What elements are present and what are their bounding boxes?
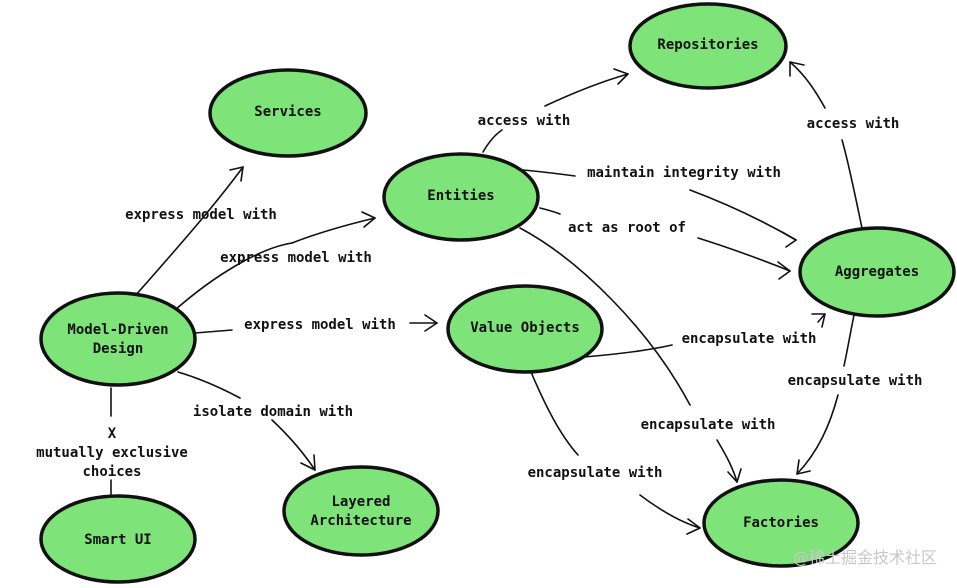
arrow-head	[686, 518, 701, 535]
arrow-head	[424, 314, 438, 332]
label-line: Design	[93, 341, 144, 357]
edge-vo-factories-line-end	[639, 494, 701, 529]
nodes: Services Repositories Entities Aggregate…	[39, 2, 956, 584]
label-line: X	[108, 426, 117, 442]
edge-vo-factories-line	[530, 371, 579, 456]
arrow-head	[300, 454, 316, 471]
node-shape	[382, 152, 540, 242]
node-services[interactable]: Services	[208, 68, 368, 158]
node-label: Repositories	[657, 37, 758, 53]
edge-vo-agg-line-end	[817, 313, 826, 323]
node-aggregates[interactable]: Aggregates	[798, 226, 956, 318]
node-label: Factories	[743, 515, 819, 531]
edge-mdd-valueobjects-line	[194, 329, 233, 334]
edge-label-mdd-services: express model with	[125, 207, 277, 223]
node-shape	[628, 2, 788, 90]
edge-label-mdd-valueobjects: express model with	[244, 317, 396, 333]
edge-label-agg-repos: access with	[807, 116, 900, 132]
node-entities[interactable]: Entities	[382, 152, 540, 242]
node-shape	[39, 494, 197, 584]
edge-mdd-services-line	[134, 166, 244, 297]
edges	[110, 61, 863, 535]
label-line: choices	[82, 464, 141, 480]
edge-entities-repos-line-end	[544, 73, 629, 107]
edge-entities-agg-root-line-end	[697, 237, 791, 272]
node-shape	[282, 465, 440, 557]
arrow-head	[229, 166, 244, 182]
edge-mdd-layered-line	[177, 371, 241, 399]
edge-agg-factories-line	[843, 314, 855, 367]
label-line: Model-Driven	[67, 322, 168, 338]
edge-vo-agg-line	[583, 344, 673, 358]
edge-mdd-entities-line	[174, 242, 293, 311]
edge-entities-repos-line	[482, 129, 503, 153]
arrow-head	[811, 313, 826, 328]
edge-entities-agg-integrity-line-end	[689, 189, 797, 241]
node-repositories[interactable]: Repositories	[628, 2, 788, 90]
edge-label-entities-agg-integrity: maintain integrity with	[587, 165, 781, 181]
arrow-head	[361, 211, 376, 228]
arrow-head	[789, 61, 805, 77]
edge-label-agg-factories: encapsulate with	[788, 373, 923, 389]
node-label: Value Objects	[470, 320, 580, 336]
edge-agg-repos-line	[841, 139, 863, 229]
node-label: Aggregates	[835, 264, 919, 280]
edge-mdd-entities-line-end	[291, 217, 376, 244]
node-label: Entities	[427, 188, 494, 204]
node-label: Smart UI	[84, 532, 151, 548]
node-shape	[39, 291, 197, 387]
arrow-head	[727, 468, 742, 483]
node-shape	[446, 284, 604, 374]
arrow-head	[613, 68, 629, 85]
edge-label-mdd-layered: isolate domain with	[193, 404, 353, 420]
node-label: Services	[254, 104, 321, 120]
edge-entities-agg-root-line	[539, 207, 561, 215]
arrow-head	[796, 459, 811, 475]
edge-label-vo-factories: encapsulate with	[528, 465, 663, 481]
watermark-text: @稀土掘金技术社区	[793, 548, 937, 567]
node-shape	[208, 68, 368, 158]
node-smart-ui[interactable]: Smart UI	[39, 494, 197, 584]
edge-agg-factories-line-end	[796, 394, 839, 475]
edge-label-mdd-entities: express model with	[220, 250, 372, 266]
edge-mdd-layered-line-end	[271, 419, 316, 471]
arrow-head	[781, 231, 797, 248]
edge-label-vo-agg: encapsulate with	[682, 331, 817, 347]
edge-entities-factories-line	[519, 227, 691, 406]
node-factories[interactable]: Factories	[702, 478, 860, 568]
edge-entities-factories-line-end	[716, 439, 738, 483]
label-line: Architecture	[310, 513, 411, 529]
edge-entities-agg-integrity-line	[522, 169, 576, 177]
edge-labels: express model with express model with ex…	[36, 113, 922, 481]
node-shape	[702, 478, 860, 568]
edge-label-entities-repos: access with	[478, 113, 571, 129]
edge-label-entities-agg-root: act as root of	[568, 220, 686, 236]
arrow-head	[777, 261, 791, 280]
node-value-objects[interactable]: Value Objects	[446, 284, 604, 374]
label-line: mutually exclusive	[36, 445, 188, 461]
edge-agg-repos-line-end	[789, 61, 826, 109]
edge-label-entities-factories: encapsulate with	[641, 417, 776, 433]
node-shape	[798, 226, 956, 318]
label-line: Layered	[331, 494, 390, 510]
